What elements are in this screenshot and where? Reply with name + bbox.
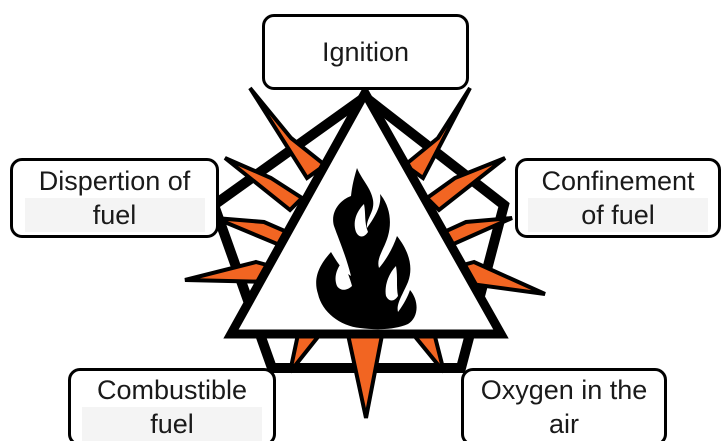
node-ignition: Ignition [262,14,469,90]
node-dispersion-of-fuel: Dispertion of fuel [10,158,219,238]
node-oxygen-line-2: air [549,407,579,441]
node-combustible-fuel: Combustible fuel [68,368,276,441]
node-confinement-line-1: Confinement [541,164,694,198]
node-combustible-line-1: Combustible [97,373,247,407]
node-dispersion-line-2: fuel [25,198,205,232]
node-oxygen-line-1: Oxygen in the [481,373,648,407]
node-confinement-of-fuel: Confinement of fuel [515,158,721,238]
node-dispersion-line-1: Dispertion of [39,164,191,198]
node-oxygen-in-the-air: Oxygen in the air [461,368,667,441]
spike [347,330,383,418]
node-combustible-line-2: fuel [82,407,262,441]
node-confinement-line-2: of fuel [528,198,708,232]
node-ignition-line-1: Ignition [322,35,409,69]
